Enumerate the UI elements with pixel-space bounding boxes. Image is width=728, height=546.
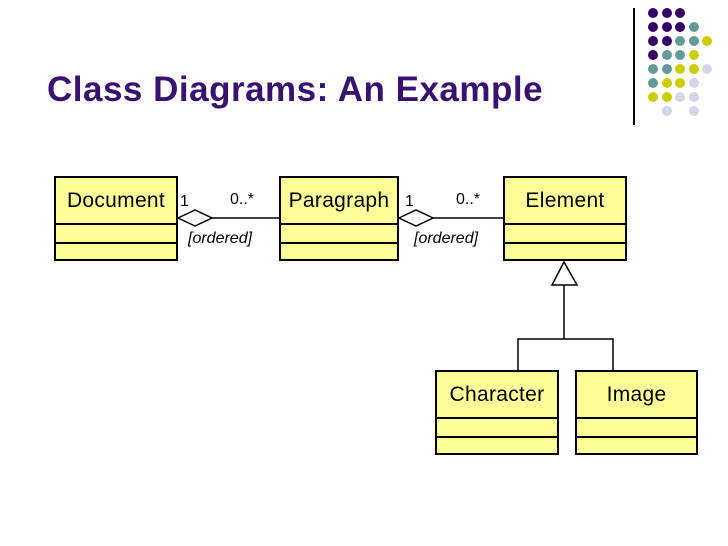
- class-box-character: Character: [435, 370, 559, 455]
- dot: [688, 106, 699, 116]
- dot: [675, 36, 685, 46]
- dot: [675, 64, 685, 74]
- class-box-paragraph: Paragraph: [279, 176, 399, 261]
- dot: [688, 50, 699, 60]
- operations-compartment: [505, 244, 625, 259]
- class-box-element: Element: [503, 176, 627, 261]
- dot: [648, 22, 658, 32]
- dot: [688, 92, 699, 102]
- dot: [648, 8, 658, 18]
- attributes-compartment: [505, 225, 625, 244]
- attributes-compartment: [56, 225, 176, 244]
- operations-compartment: [437, 438, 557, 453]
- aggregation-diamond-paragraph: [397, 209, 435, 227]
- class-name-document: Document: [56, 178, 176, 225]
- multiplicity-label-to: 0..*: [456, 191, 481, 208]
- dot: [688, 78, 699, 88]
- operations-compartment: [56, 244, 176, 259]
- dots-decoration: [648, 8, 720, 128]
- dot: [648, 64, 658, 74]
- dot: [661, 78, 672, 88]
- dot: [702, 64, 712, 74]
- dot: [688, 22, 699, 32]
- constraint-label: [ordered]: [414, 230, 479, 247]
- dot: [661, 64, 672, 74]
- dot: [702, 36, 712, 46]
- class-name-paragraph: Paragraph: [281, 178, 397, 225]
- dot: [661, 92, 672, 102]
- dot: [661, 8, 672, 18]
- dot: [675, 22, 685, 32]
- slide-title: Class Diagrams: An Example: [47, 70, 544, 109]
- dot: [675, 78, 685, 88]
- class-box-document: Document: [54, 176, 178, 261]
- dot: [661, 106, 672, 116]
- dot: [661, 22, 672, 32]
- class-box-image: Image: [575, 370, 698, 455]
- dot: [688, 36, 699, 46]
- attributes-compartment: [281, 225, 397, 244]
- attributes-compartment: [577, 419, 696, 438]
- operations-compartment: [577, 438, 696, 453]
- multiplicity-label-from: 1: [405, 193, 414, 210]
- generalization-triangle: [550, 260, 579, 286]
- dot: [688, 64, 699, 74]
- multiplicity-label-to: 0..*: [230, 191, 255, 208]
- dot: [661, 50, 672, 60]
- dot: [675, 8, 685, 18]
- dot: [648, 78, 658, 88]
- constraint-label: [ordered]: [188, 230, 253, 247]
- dot: [675, 92, 685, 102]
- operations-compartment: [281, 244, 397, 259]
- class-name-character: Character: [437, 372, 557, 419]
- aggregation-diamond-document: [176, 209, 214, 227]
- attributes-compartment: [437, 419, 557, 438]
- dot: [675, 50, 685, 60]
- multiplicity-label-from: 1: [180, 193, 189, 210]
- vertical-divider: [633, 8, 635, 125]
- dot: [648, 92, 658, 102]
- class-name-image: Image: [577, 372, 696, 419]
- class-name-element: Element: [505, 178, 625, 225]
- dot: [661, 36, 672, 46]
- generalization-elbow: [517, 338, 614, 370]
- dot: [648, 36, 658, 46]
- dot: [648, 50, 658, 60]
